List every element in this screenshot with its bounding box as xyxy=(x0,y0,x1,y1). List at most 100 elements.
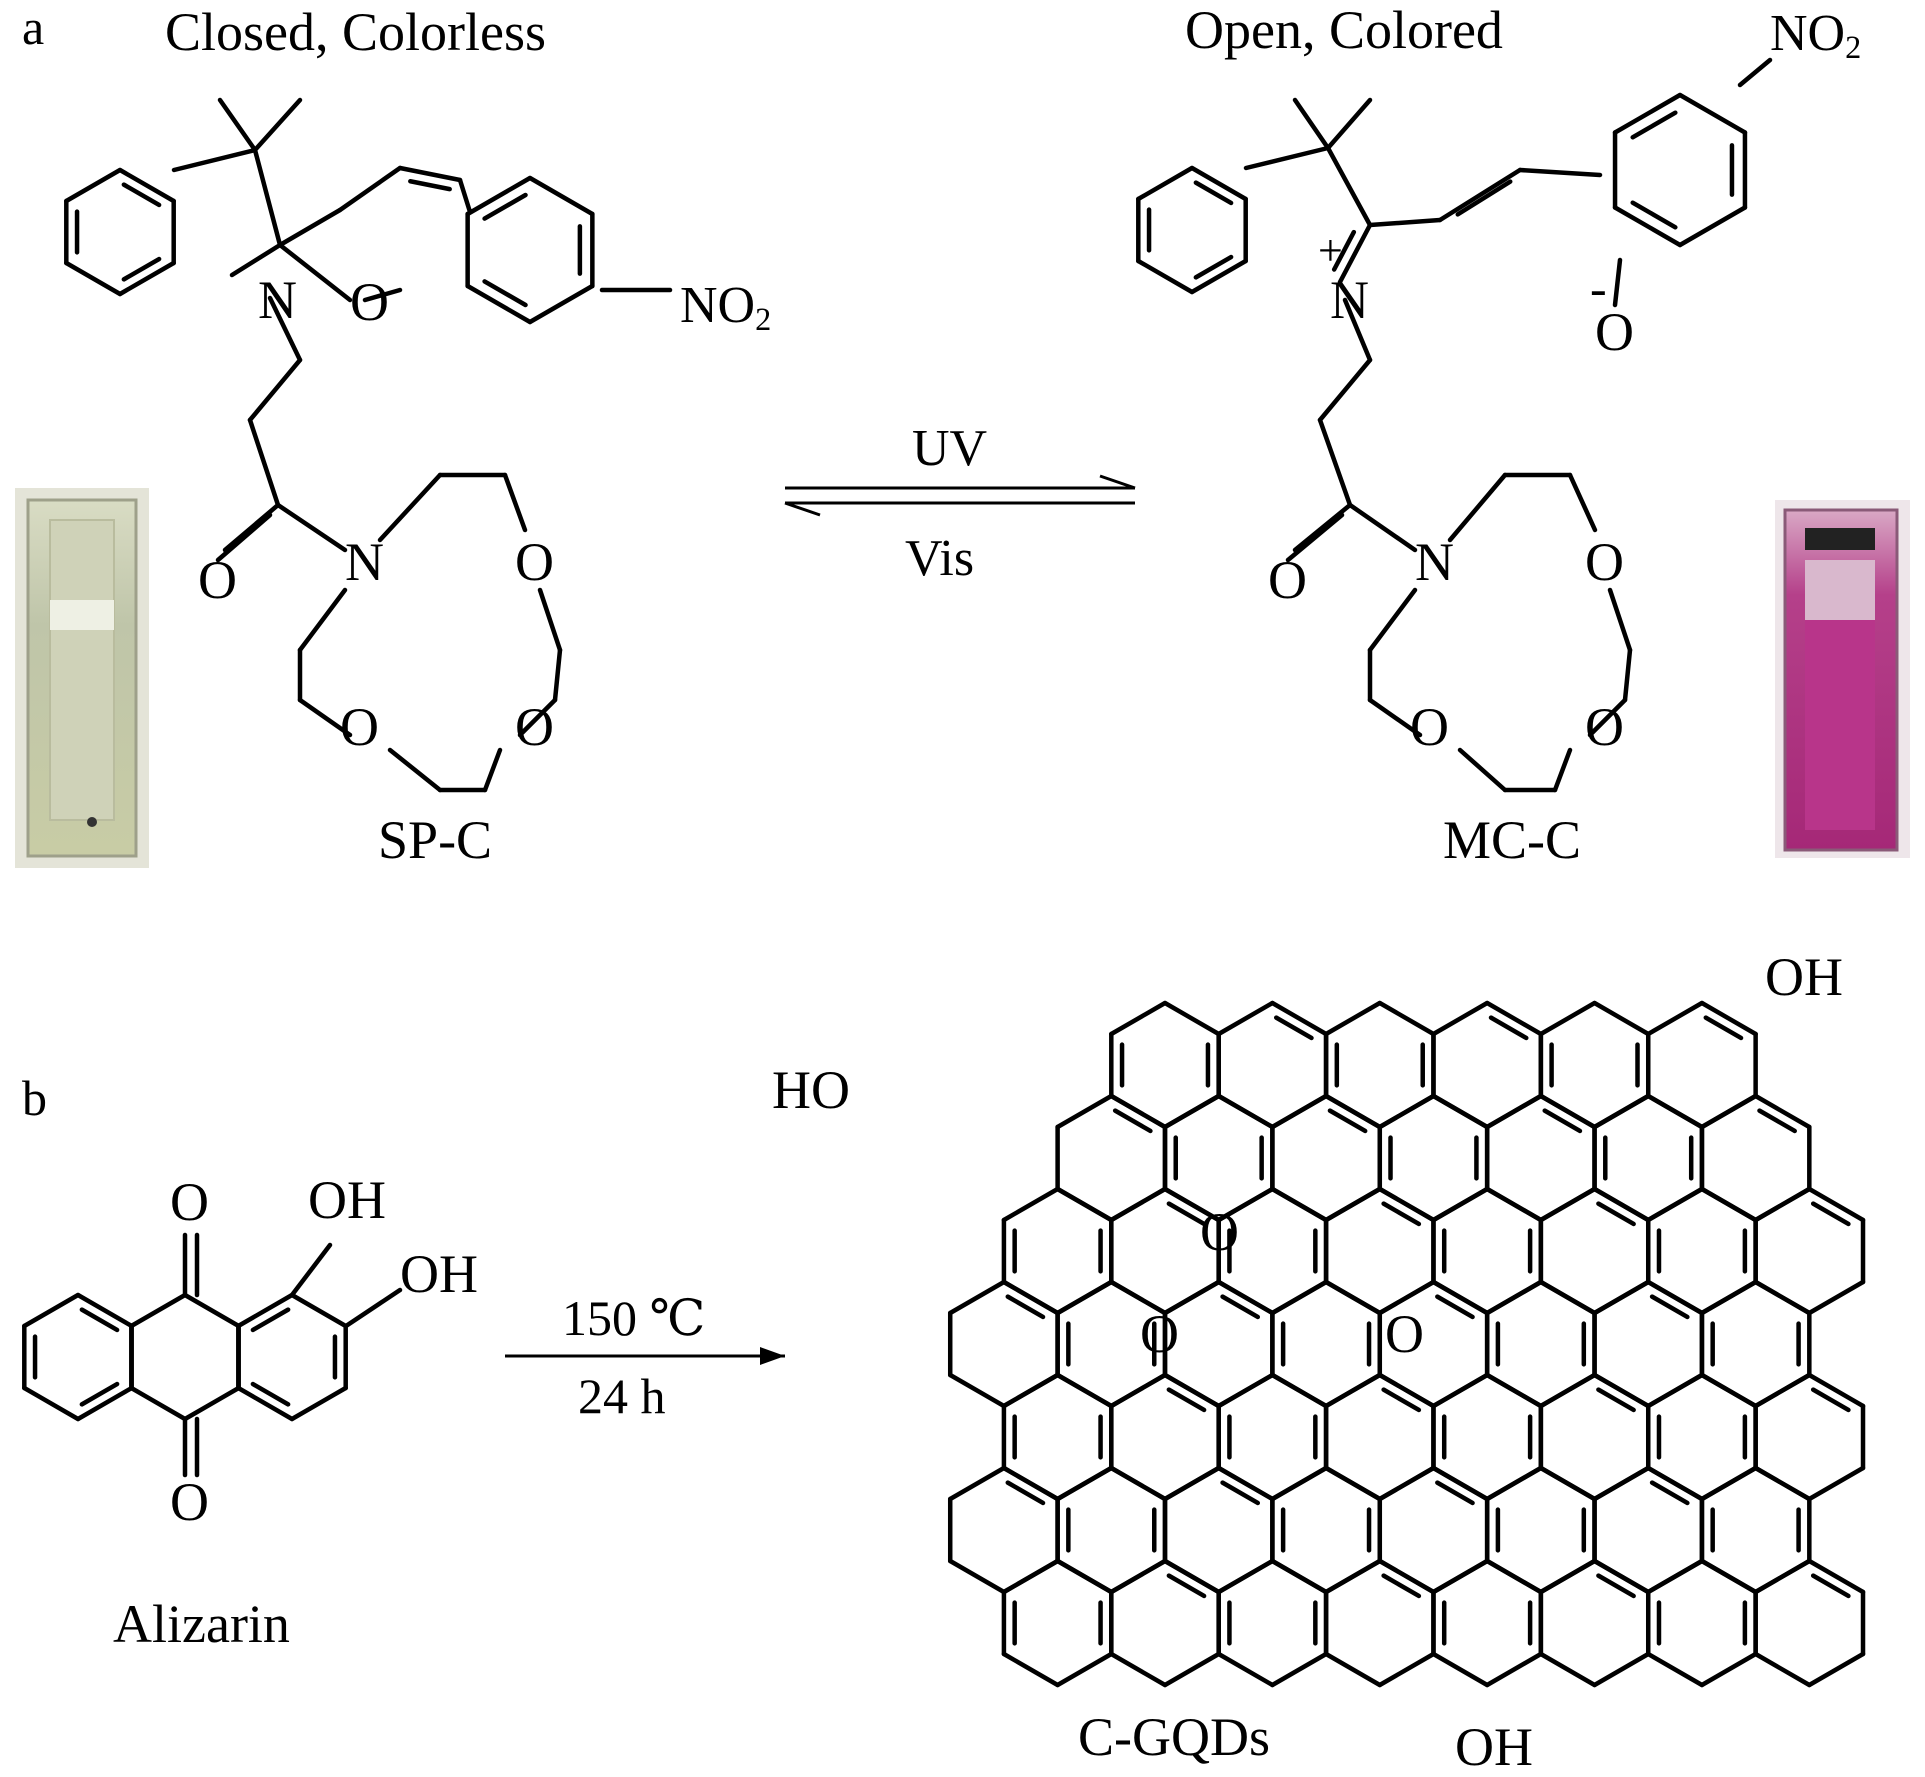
uv-label: UV xyxy=(912,420,987,477)
alizarin-ring-c xyxy=(289,1385,348,1422)
sp-o-bond xyxy=(277,242,353,303)
mc-indolium xyxy=(1325,145,1373,228)
gqd-ring xyxy=(1699,1279,1758,1316)
gqd-ring xyxy=(1323,1372,1383,1409)
carbonyl xyxy=(1292,502,1353,553)
gqd-ring xyxy=(1109,1093,1168,1130)
gqd-ring xyxy=(1162,1372,1221,1409)
mc-benzene xyxy=(1136,165,1195,202)
alizarin-o: O xyxy=(170,1172,209,1232)
amide xyxy=(1347,502,1418,553)
gqd-ring-double xyxy=(1488,1015,1529,1041)
alizarin-ring-c-double xyxy=(250,1381,291,1407)
gqd-ring xyxy=(1270,1000,1329,1037)
gqd-ring-double xyxy=(1166,1201,1207,1227)
crown xyxy=(297,697,353,738)
sp-o-ring: O xyxy=(350,272,389,332)
gqd-ring xyxy=(1807,1651,1866,1688)
alizarin-ring-c xyxy=(236,1292,295,1329)
gqd-ring xyxy=(1162,1186,1221,1223)
gqd-ring xyxy=(1055,1279,1114,1316)
gqd-ring xyxy=(1216,1093,1275,1130)
crown xyxy=(1552,747,1573,793)
gqd-ring xyxy=(1592,1000,1651,1037)
gqd-ring xyxy=(1699,1651,1758,1688)
gqd-ring xyxy=(1645,1186,1705,1223)
gqd-ring xyxy=(1807,1186,1866,1223)
gqd-ring xyxy=(1323,1186,1383,1223)
gqd-ring xyxy=(1216,1651,1275,1688)
gqd-ring xyxy=(1592,1465,1651,1502)
alizarin-ring-b xyxy=(182,1385,241,1422)
sp-nitrobenzene-double xyxy=(482,192,528,221)
gqd-ring xyxy=(1055,1372,1114,1409)
sp-indoline xyxy=(252,147,283,248)
gqd-ring-double xyxy=(1649,1480,1690,1506)
gqd-ring-double xyxy=(1649,1294,1690,1320)
gqd-ring xyxy=(1592,1186,1651,1223)
crown xyxy=(1567,472,1598,533)
sp-benzene xyxy=(117,167,176,204)
sp-crown-o: O xyxy=(340,697,379,757)
gqd-ring xyxy=(1162,1465,1221,1502)
gqd-ring xyxy=(1216,1558,1275,1595)
gqd-ring xyxy=(1270,1186,1329,1223)
gqd-ring xyxy=(1484,1651,1544,1688)
crown xyxy=(1457,747,1508,793)
gqd-ring xyxy=(1055,1093,1114,1130)
gqd-ring xyxy=(1109,1558,1168,1595)
sp-carbonyl-o: O xyxy=(198,550,237,610)
gqd-ring xyxy=(1431,1558,1490,1595)
gqd-ring xyxy=(1109,1186,1168,1223)
left-title: Closed, Colorless xyxy=(165,2,546,62)
mc-phenol-double xyxy=(1630,110,1678,140)
sp-benzene xyxy=(64,167,123,204)
gqd-ring xyxy=(1484,1186,1544,1223)
gqd-ring xyxy=(1323,1279,1383,1316)
crown xyxy=(552,647,563,703)
gqd-ring-double xyxy=(1703,1015,1744,1041)
sp-benzene xyxy=(64,260,123,297)
gqd-ring xyxy=(1055,1186,1114,1223)
gqd-ring-double xyxy=(1810,1387,1851,1413)
crown xyxy=(1607,587,1633,653)
sp-pyran xyxy=(277,207,343,248)
mc-phenol xyxy=(1612,205,1683,248)
gqd-ring xyxy=(1109,1279,1168,1316)
mc-indolium xyxy=(1243,145,1331,171)
crown xyxy=(1447,472,1508,543)
gqd-ring xyxy=(1484,1465,1544,1502)
gqd-ring xyxy=(1431,1465,1490,1502)
gqd-ring xyxy=(1538,1093,1597,1130)
gqd-ring xyxy=(947,1465,1007,1502)
gqd-ring xyxy=(1431,1000,1490,1037)
gqd-ring xyxy=(1645,1558,1705,1595)
gqd-ring xyxy=(1807,1465,1866,1502)
mc-amide-n: N xyxy=(1415,532,1454,592)
gqd-ring xyxy=(1753,1093,1812,1130)
mc-phenol xyxy=(1612,92,1683,135)
gqd-ring xyxy=(1323,1093,1383,1130)
gqd-ring xyxy=(1162,1279,1221,1316)
cuvette-colorless xyxy=(15,488,149,868)
gqd-ring xyxy=(1270,1372,1329,1409)
gqd-ring xyxy=(1001,1186,1060,1223)
gqd-ring-double xyxy=(1220,1294,1261,1320)
gqd-ring xyxy=(1484,1279,1544,1316)
gqd-ring-double xyxy=(1274,1015,1314,1041)
gqd-ring-double xyxy=(1810,1201,1851,1227)
gqd-ring xyxy=(1377,1093,1436,1130)
gqd-ring xyxy=(1377,1558,1436,1595)
gqd-o: O xyxy=(1385,1304,1424,1364)
gqd-ring xyxy=(1055,1465,1114,1502)
gqd-ring xyxy=(1592,1558,1651,1595)
mc-phenolate-o: O xyxy=(1595,302,1634,362)
sp-pyran-double xyxy=(408,179,452,192)
gqd-ring xyxy=(1216,1465,1275,1502)
mc-plus: + xyxy=(1318,226,1343,275)
gqd-ring-double xyxy=(1005,1480,1046,1506)
sp-nitrobenzene-double xyxy=(482,279,528,308)
mc-crown-o: O xyxy=(1585,697,1624,757)
